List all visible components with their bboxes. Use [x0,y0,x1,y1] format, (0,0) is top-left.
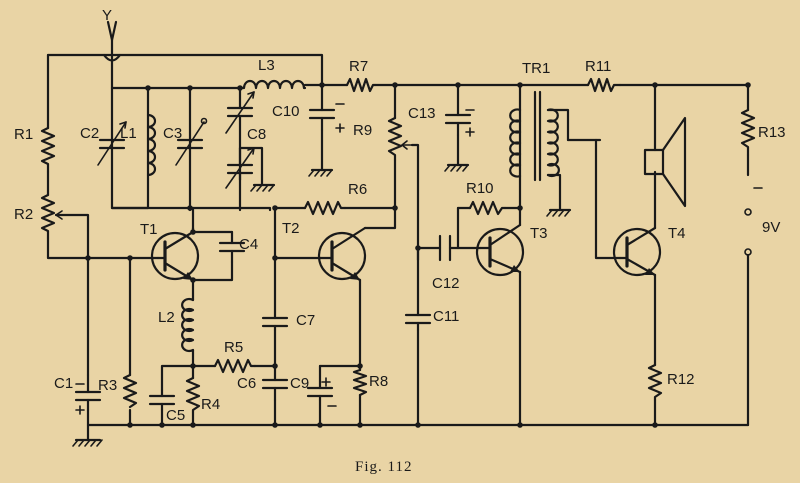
capacitor-C13 [444,113,472,137]
antenna-symbol [102,20,122,90]
capacitor-C4 [218,230,246,264]
capacitor-C1 [74,373,102,412]
figure-caption: Fig. 112 [355,459,412,475]
label-C11: C11 [433,308,459,325]
label-R4: R4 [201,396,220,413]
label-C4: C4 [239,236,258,253]
label-R11: R11 [585,58,611,75]
component-labels: Y R1 R2 R3 R4 R5 R6 R7 R8 R9 R10 R11 R12… [14,7,786,424]
resistor-R7 [345,77,377,93]
polarity-marks [75,103,763,415]
capacitor-C3 [175,117,208,166]
label-T3: T3 [530,225,548,242]
label-R2: R2 [14,206,33,223]
label-R12: R12 [667,371,695,388]
label-C1: C1 [54,375,73,392]
resistor-R1 [40,126,56,174]
capacitor-C8 [225,91,255,189]
resistor-R4 [185,376,201,414]
battery-terminals [744,208,752,256]
inductor-L3 [238,79,307,90]
capacitor-C12 [438,234,452,262]
label-T2: T2 [282,220,300,237]
capacitor-C5 [148,388,176,412]
inductor-L2 [181,297,195,353]
transformer-TR1 [509,90,560,182]
resistor-R6 [303,200,347,216]
label-R1: R1 [14,126,33,143]
label-T1: T1 [140,221,158,238]
label-antenna: Y [102,7,112,24]
transistor-T3 [475,223,525,277]
capacitor-C10 [308,108,336,132]
label-R3: R3 [98,377,117,394]
resistor-R10 [468,200,507,216]
label-C5: C5 [166,407,185,424]
capacitor-C6 [261,378,289,402]
label-R6: R6 [348,181,367,198]
label-L3: L3 [258,57,275,74]
label-R7: R7 [349,58,368,75]
label-battery-voltage: 9V [762,219,780,236]
label-R10: R10 [466,180,494,197]
label-L1: L1 [120,125,137,142]
resistor-R5 [213,358,257,374]
label-C9: C9 [290,375,309,392]
resistor-R2 [40,193,90,260]
junction-dots [85,82,751,428]
capacitor-C11 [404,313,432,332]
transistor-T1 [150,230,200,282]
capacitor-C9 [306,364,334,402]
label-R5: R5 [224,339,243,356]
label-C10: C10 [272,103,300,120]
ground-symbols [72,163,572,447]
resistor-R11 [586,77,622,93]
label-C2: C2 [80,125,99,142]
transistor-T4 [612,226,662,277]
wiring [46,53,750,442]
label-R8: R8 [369,373,388,390]
label-TR1: TR1 [522,60,550,77]
label-R9: R9 [353,122,372,139]
capacitor-C7 [261,316,289,332]
label-T4: T4 [668,225,686,242]
label-C12: C12 [432,275,460,292]
capacitor-C2 [97,121,127,166]
resistor-R13 [740,108,756,157]
label-C3: C3 [163,125,182,142]
loudspeaker-symbol [643,116,687,208]
label-C13: C13 [408,105,436,122]
label-C6: C6 [237,375,256,392]
resistor-R12 [647,363,663,402]
transistor-T2 [317,226,367,282]
resistor-R3 [122,373,138,409]
label-L2: L2 [158,309,175,326]
label-C8: C8 [247,126,266,143]
resistor-R9 [387,116,413,162]
label-C7: C7 [296,312,315,329]
resistor-R8 [352,368,368,397]
inductor-L1 [146,113,157,177]
label-R13: R13 [758,124,786,141]
